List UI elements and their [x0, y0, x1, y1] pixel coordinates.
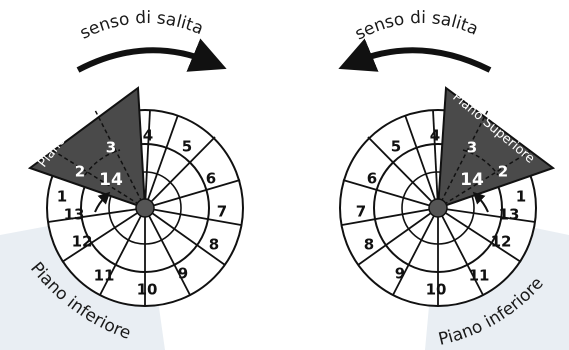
right-step-13: 13	[499, 206, 520, 224]
right-step-11: 11	[469, 267, 490, 285]
left-step-2: 2	[75, 163, 85, 181]
right-step-12: 12	[491, 233, 512, 251]
right-step-7: 7	[356, 203, 366, 221]
right-step-8: 8	[364, 236, 374, 254]
left-step-9: 9	[178, 265, 188, 283]
left-step-13: 13	[64, 206, 85, 224]
left-step-11: 11	[94, 267, 115, 285]
left-step-8: 8	[209, 236, 219, 254]
left-step-1: 1	[57, 188, 67, 206]
left-upper-floor-zone	[27, 86, 147, 210]
right-center-post	[428, 198, 448, 218]
right-step-6: 6	[367, 170, 377, 188]
left-step-14: 14	[99, 170, 123, 190]
left-step-7: 7	[217, 203, 227, 221]
left-step-10: 10	[137, 281, 158, 299]
right-step-1: 1	[516, 188, 526, 206]
right-step-2: 2	[498, 163, 508, 181]
right-step-5: 5	[391, 138, 401, 156]
right-direction-arrow	[338, 38, 492, 73]
left-center-post	[135, 198, 155, 218]
left-direction-label: senso di salita	[77, 8, 206, 44]
left-step-6: 6	[206, 170, 216, 188]
left-direction-arrow	[76, 38, 227, 73]
left-step-3: 3	[106, 139, 116, 157]
right-step-10: 10	[426, 281, 447, 299]
left-step-12: 12	[72, 233, 93, 251]
right-step-14: 14	[460, 170, 484, 190]
right-step-4: 4	[430, 127, 440, 145]
left-diagram: senso di salita Piano Superiore Piano in…	[0, 8, 244, 350]
right-upper-floor-zone	[436, 86, 556, 210]
right-step-9: 9	[395, 265, 405, 283]
right-direction-label: senso di salita	[352, 8, 481, 45]
right-step-lines	[341, 109, 536, 306]
right-diagram: senso di salita Piano Superiore Piano in…	[338, 8, 569, 350]
left-step-lines	[47, 109, 242, 306]
left-step-4: 4	[143, 127, 153, 145]
right-step-3: 3	[467, 139, 477, 157]
left-step-5: 5	[182, 138, 192, 156]
